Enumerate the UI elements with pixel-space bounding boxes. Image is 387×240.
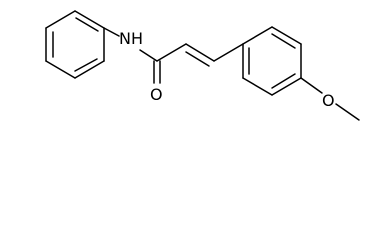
chemical-structure: NH O O xyxy=(45,10,360,121)
double-bond-inner xyxy=(75,17,99,32)
double-bond-inner xyxy=(74,58,98,72)
alkene-double-bond-inner xyxy=(185,51,210,67)
bond-o-to-methyl xyxy=(335,103,360,121)
bond-alkene-to-ring xyxy=(213,43,244,62)
bond xyxy=(45,10,76,29)
bond xyxy=(45,60,76,79)
bond xyxy=(271,77,302,96)
double-bond-inner xyxy=(271,73,296,89)
bond-ring-to-ether-o xyxy=(300,77,323,94)
amide-nitrogen-label: NH xyxy=(119,29,143,48)
ether-oxygen-label: O xyxy=(322,91,335,110)
bond xyxy=(74,10,105,29)
bond-n-to-carbonyl xyxy=(139,49,158,62)
bond xyxy=(242,26,273,45)
methoxyphenyl-ring xyxy=(242,26,302,96)
bond xyxy=(242,77,273,96)
double-bond-inner xyxy=(271,33,296,49)
bond xyxy=(271,26,302,45)
alkene-double-bond xyxy=(185,43,215,62)
bond xyxy=(74,60,105,79)
bond-carbonyl-to-alkene xyxy=(156,43,187,62)
phenyl-ring xyxy=(45,10,105,79)
bond-ring-to-n xyxy=(103,27,120,37)
carbonyl-oxygen-label: O xyxy=(150,85,163,104)
